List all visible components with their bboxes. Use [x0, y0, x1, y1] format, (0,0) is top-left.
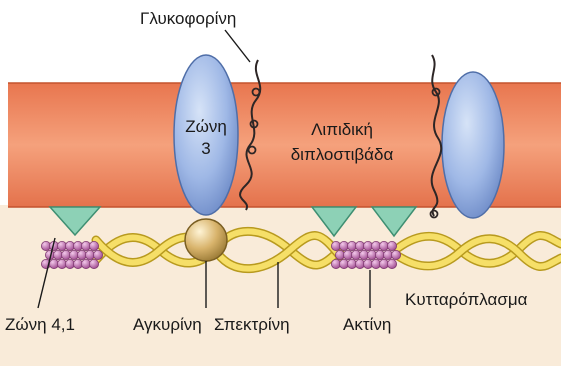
cytoplasm-region — [0, 205, 561, 366]
actin-bead — [387, 259, 396, 268]
label-lipid-line1: Λιπιδική — [311, 120, 373, 139]
actin-bead — [387, 241, 396, 250]
transmembrane-protein-right — [442, 72, 504, 218]
label-cytoplasm: Κυτταρόπλασμα — [405, 290, 528, 309]
label-lipid-line2: διπλοστιβάδα — [291, 145, 394, 164]
label-spectrin: Σπεκτρίνη — [214, 315, 290, 334]
label-ankyrin: Αγκυρίνη — [133, 315, 202, 334]
label-band3-line1: Ζώνη — [185, 117, 227, 136]
actin-bead — [89, 259, 98, 268]
label-glycophorin: Γλυκοφορίνη — [140, 9, 236, 28]
glycophorin-leader — [225, 30, 250, 62]
label-actin: Ακτίνη — [343, 315, 391, 334]
actin-bead — [89, 241, 98, 250]
label-band41: Ζώνη 4,1 — [5, 315, 75, 334]
actin-filament-right — [331, 241, 400, 268]
ankyrin-protein — [185, 219, 227, 261]
label-band3-line2: 3 — [201, 139, 210, 158]
actin-bead — [93, 250, 102, 259]
actin-bead — [391, 250, 400, 259]
